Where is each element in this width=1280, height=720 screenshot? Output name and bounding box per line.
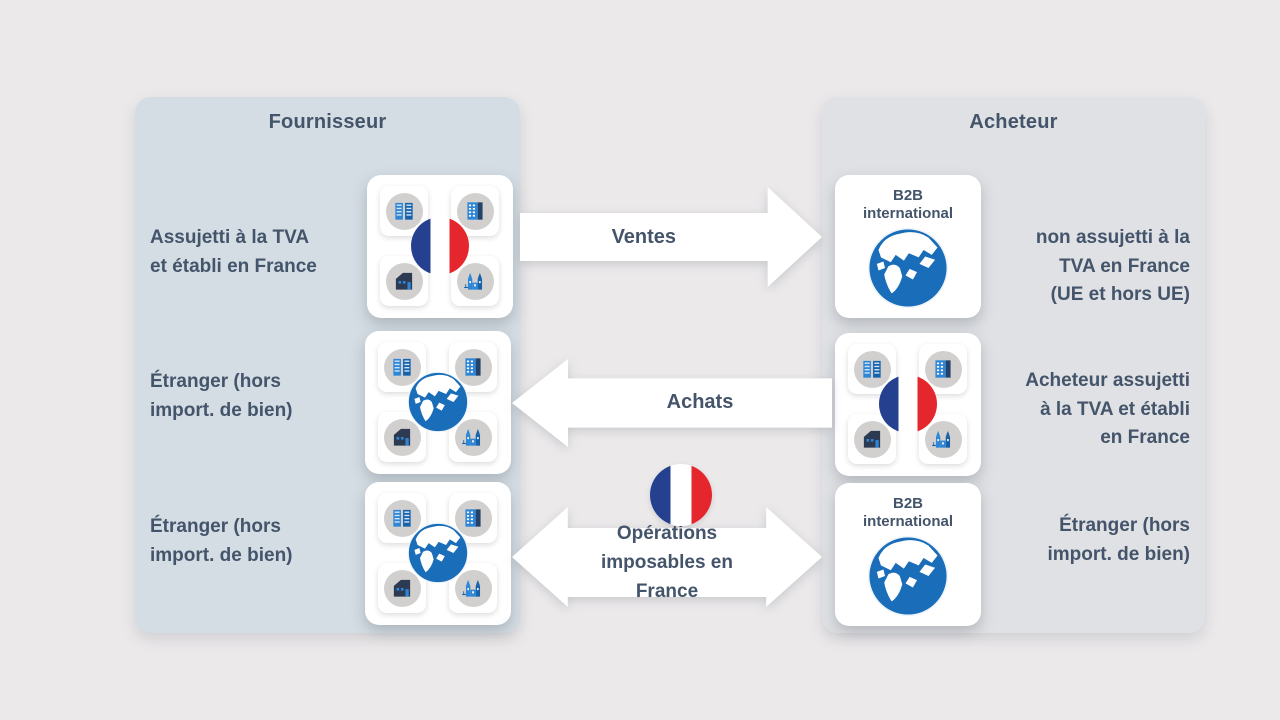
twin-towers-icon: [853, 350, 891, 388]
tile: [919, 414, 967, 464]
office-building-icon: [454, 348, 492, 386]
castle-icon: [454, 418, 492, 456]
house-icon: [853, 420, 891, 458]
acheteur-row1-card: B2B international: [835, 175, 981, 318]
globe-icon: [867, 227, 949, 309]
office-building-icon: [454, 499, 492, 537]
achats-arrow-label: Achats: [666, 391, 734, 414]
operations-arrow-label: Opérations imposables en France: [600, 523, 733, 602]
fournisseur-row1-card: [367, 175, 513, 318]
acheteur-row1-label: non assujetti à la TVA en France (UE et …: [1035, 227, 1190, 305]
b2b-international-label: B2B international: [862, 187, 953, 222]
office-building-icon: [456, 192, 494, 230]
fournisseur-row3-card: [365, 482, 511, 625]
globe-icon: [407, 522, 469, 584]
french-flag-circle-icon: [879, 375, 937, 433]
fournisseur-row3-label: Étranger (hors import. de bien): [150, 516, 293, 566]
castle-icon: [456, 262, 494, 300]
castle-icon: [454, 569, 492, 607]
house-icon: [383, 569, 421, 607]
tile: [449, 563, 497, 613]
acheteur-row2-label: Acheteur assujetti à la TVA et établi en…: [1025, 370, 1190, 448]
house-icon: [383, 418, 421, 456]
twin-towers-icon: [383, 499, 421, 537]
globe-icon: [407, 371, 469, 433]
fournisseur-row1-label: Assujetti à la TVA et établi en France: [150, 227, 317, 277]
tile: [380, 186, 428, 236]
fournisseur-row2-label: Étranger (hors import. de bien): [150, 371, 293, 421]
operations-arrow-bidirectional: Opérations imposables en France: [512, 507, 822, 607]
ventes-arrow-right: Ventes: [520, 187, 822, 287]
french-flag-circle-icon: [411, 217, 469, 275]
b2b-international-label: B2B international: [862, 495, 953, 530]
tile: [449, 412, 497, 462]
ventes-arrow-label: Ventes: [611, 225, 677, 248]
house-icon: [385, 262, 423, 300]
acheteur-row3-label: Étranger (hors import. de bien): [1047, 515, 1191, 565]
globe-icon: [867, 535, 949, 617]
acheteur-panel-title: Acheteur: [969, 111, 1058, 133]
fournisseur-row2-card: [365, 331, 511, 474]
castle-icon: [924, 420, 962, 458]
acheteur-row2-card: [835, 333, 981, 476]
fournisseur-panel-title: Fournisseur: [268, 111, 387, 133]
acheteur-row3-card: B2B international: [835, 483, 981, 626]
office-building-icon: [924, 350, 962, 388]
tile: [378, 342, 426, 392]
tile: [380, 256, 428, 306]
french-flag-circle-icon: [650, 464, 712, 526]
achats-arrow-left: Achats: [512, 359, 832, 447]
twin-towers-icon: [385, 192, 423, 230]
twin-towers-icon: [383, 348, 421, 386]
